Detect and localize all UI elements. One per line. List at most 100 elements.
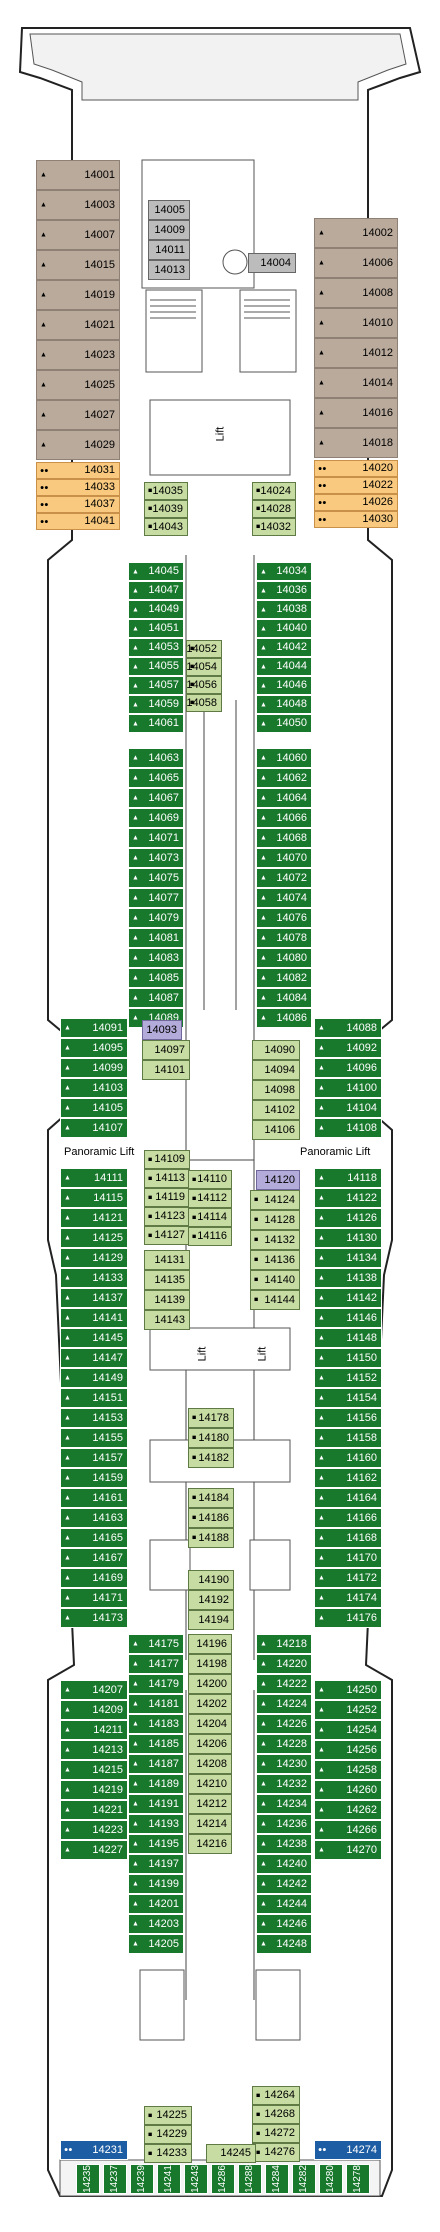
cabin-14003[interactable]: ▲14003 xyxy=(36,190,120,220)
cabin-14225[interactable]: ■14225 xyxy=(144,2106,192,2125)
cabin-14147[interactable]: ▲14147 xyxy=(60,1348,128,1368)
cabin-14128[interactable]: ■14128 xyxy=(250,1210,300,1230)
cabin-14084[interactable]: ▲14084 xyxy=(256,988,312,1008)
cabin-14164[interactable]: ▲14164 xyxy=(314,1488,382,1508)
cabin-14280[interactable]: 14280 xyxy=(319,2164,343,2194)
cabin-14207[interactable]: ▲14207 xyxy=(60,1680,128,1700)
cabin-14266[interactable]: ▲14266 xyxy=(314,1820,382,1840)
cabin-14168[interactable]: ▲14168 xyxy=(314,1528,382,1548)
cabin-14250[interactable]: ▲14250 xyxy=(314,1680,382,1700)
cabin-14192[interactable]: 14192 xyxy=(188,1590,234,1610)
cabin-14276[interactable]: ■14276 xyxy=(252,2143,300,2162)
cabin-14140[interactable]: ■14140 xyxy=(250,1270,300,1290)
cabin-14099[interactable]: ▲14099 xyxy=(60,1058,128,1078)
cabin-14210[interactable]: 14210 xyxy=(188,1774,232,1794)
cabin-14169[interactable]: ▲14169 xyxy=(60,1568,128,1588)
cabin-14178[interactable]: ■14178 xyxy=(188,1408,234,1428)
cabin-14180[interactable]: ■14180 xyxy=(188,1428,234,1448)
cabin-14072[interactable]: ▲14072 xyxy=(256,868,312,888)
cabin-14153[interactable]: ▲14153 xyxy=(60,1408,128,1428)
cabin-14092[interactable]: ▲14092 xyxy=(314,1038,382,1058)
cabin-14133[interactable]: ▲14133 xyxy=(60,1268,128,1288)
cabin-14032[interactable]: ■14032 xyxy=(252,518,296,536)
cabin-14046[interactable]: ▲14046 xyxy=(256,676,312,695)
cabin-14198[interactable]: 14198 xyxy=(188,1654,232,1674)
cabin-14129[interactable]: ▲14129 xyxy=(60,1248,128,1268)
cabin-14219[interactable]: ▲14219 xyxy=(60,1780,128,1800)
cabin-14031[interactable]: ●●14031 xyxy=(36,462,120,479)
cabin-14127[interactable]: ■14127 xyxy=(144,1226,190,1245)
cabin-14222[interactable]: ▲14222 xyxy=(256,1674,312,1694)
cabin-14288[interactable]: 14288 xyxy=(238,2164,262,2194)
cabin-14208[interactable]: 14208 xyxy=(188,1754,232,1774)
cabin-14252[interactable]: ▲14252 xyxy=(314,1700,382,1720)
cabin-14196[interactable]: 14196 xyxy=(188,1634,232,1654)
cabin-14108[interactable]: ▲14108 xyxy=(314,1118,382,1138)
cabin-14054[interactable]: ■14054 xyxy=(186,658,222,676)
cabin-14151[interactable]: ▲14151 xyxy=(60,1388,128,1408)
cabin-14029[interactable]: ▲14029 xyxy=(36,430,120,460)
cabin-14235[interactable]: 14235 xyxy=(76,2164,100,2194)
cabin-14175[interactable]: ▲14175 xyxy=(128,1634,184,1654)
cabin-14106[interactable]: 14106 xyxy=(252,1120,300,1140)
cabin-14183[interactable]: ▲14183 xyxy=(128,1714,184,1734)
cabin-14053[interactable]: ▲14053 xyxy=(128,638,184,657)
cabin-14079[interactable]: ▲14079 xyxy=(128,908,184,928)
cabin-14141[interactable]: ▲14141 xyxy=(60,1308,128,1328)
cabin-14232[interactable]: ▲14232 xyxy=(256,1774,312,1794)
cabin-14202[interactable]: 14202 xyxy=(188,1694,232,1714)
cabin-14022[interactable]: ●●14022 xyxy=(314,477,398,494)
cabin-14194[interactable]: 14194 xyxy=(188,1610,234,1630)
cabin-14061[interactable]: ▲14061 xyxy=(128,714,184,733)
cabin-14082[interactable]: ▲14082 xyxy=(256,968,312,988)
cabin-14050[interactable]: ▲14050 xyxy=(256,714,312,733)
cabin-14203[interactable]: ▲14203 xyxy=(128,1914,184,1934)
cabin-14184[interactable]: ■14184 xyxy=(188,1488,234,1508)
cabin-14060[interactable]: ▲14060 xyxy=(256,748,312,768)
cabin-14181[interactable]: ▲14181 xyxy=(128,1694,184,1714)
cabin-14230[interactable]: ▲14230 xyxy=(256,1754,312,1774)
cabin-14071[interactable]: ▲14071 xyxy=(128,828,184,848)
cabin-14278[interactable]: 14278 xyxy=(346,2164,370,2194)
cabin-14242[interactable]: ▲14242 xyxy=(256,1874,312,1894)
cabin-14033[interactable]: ●●14033 xyxy=(36,479,120,496)
cabin-14213[interactable]: ▲14213 xyxy=(60,1740,128,1760)
cabin-14058[interactable]: ■14058 xyxy=(186,694,222,712)
cabin-14012[interactable]: ▲14012 xyxy=(314,338,398,368)
cabin-14272[interactable]: ■14272 xyxy=(252,2124,300,2143)
cabin-14062[interactable]: ▲14062 xyxy=(256,768,312,788)
cabin-14097[interactable]: 14097 xyxy=(142,1040,190,1060)
cabin-14065[interactable]: ▲14065 xyxy=(128,768,184,788)
cabin-14026[interactable]: ●●14026 xyxy=(314,494,398,511)
cabin-14171[interactable]: ▲14171 xyxy=(60,1588,128,1608)
cabin-14001[interactable]: ▲14001 xyxy=(36,160,120,190)
cabin-14144[interactable]: ■14144 xyxy=(250,1290,300,1310)
cabin-14083[interactable]: ▲14083 xyxy=(128,948,184,968)
cabin-14101[interactable]: 14101 xyxy=(142,1060,190,1080)
cabin-14036[interactable]: ▲14036 xyxy=(256,581,312,600)
cabin-14073[interactable]: ▲14073 xyxy=(128,848,184,868)
cabin-14260[interactable]: ▲14260 xyxy=(314,1780,382,1800)
cabin-14189[interactable]: ▲14189 xyxy=(128,1774,184,1794)
cabin-14035[interactable]: ■14035 xyxy=(144,482,188,500)
cabin-14051[interactable]: ▲14051 xyxy=(128,619,184,638)
cabin-14002[interactable]: ▲14002 xyxy=(314,218,398,248)
cabin-14068[interactable]: ▲14068 xyxy=(256,828,312,848)
cabin-14186[interactable]: ■14186 xyxy=(188,1508,234,1528)
cabin-14024[interactable]: ■14024 xyxy=(252,482,296,500)
cabin-14160[interactable]: ▲14160 xyxy=(314,1448,382,1468)
cabin-14048[interactable]: ▲14048 xyxy=(256,695,312,714)
cabin-14113[interactable]: ■14113 xyxy=(144,1169,190,1188)
cabin-14148[interactable]: ▲14148 xyxy=(314,1328,382,1348)
cabin-14013[interactable]: 14013 xyxy=(148,260,190,280)
cabin-14104[interactable]: ▲14104 xyxy=(314,1098,382,1118)
cabin-14023[interactable]: ▲14023 xyxy=(36,340,120,370)
cabin-14204[interactable]: 14204 xyxy=(188,1714,232,1734)
cabin-14216[interactable]: 14216 xyxy=(188,1834,232,1854)
cabin-14091[interactable]: ▲14091 xyxy=(60,1018,128,1038)
cabin-14156[interactable]: ▲14156 xyxy=(314,1408,382,1428)
cabin-14223[interactable]: ▲14223 xyxy=(60,1820,128,1840)
cabin-14047[interactable]: ▲14047 xyxy=(128,581,184,600)
cabin-14218[interactable]: ▲14218 xyxy=(256,1634,312,1654)
cabin-14110[interactable]: ■14110 xyxy=(188,1170,232,1189)
